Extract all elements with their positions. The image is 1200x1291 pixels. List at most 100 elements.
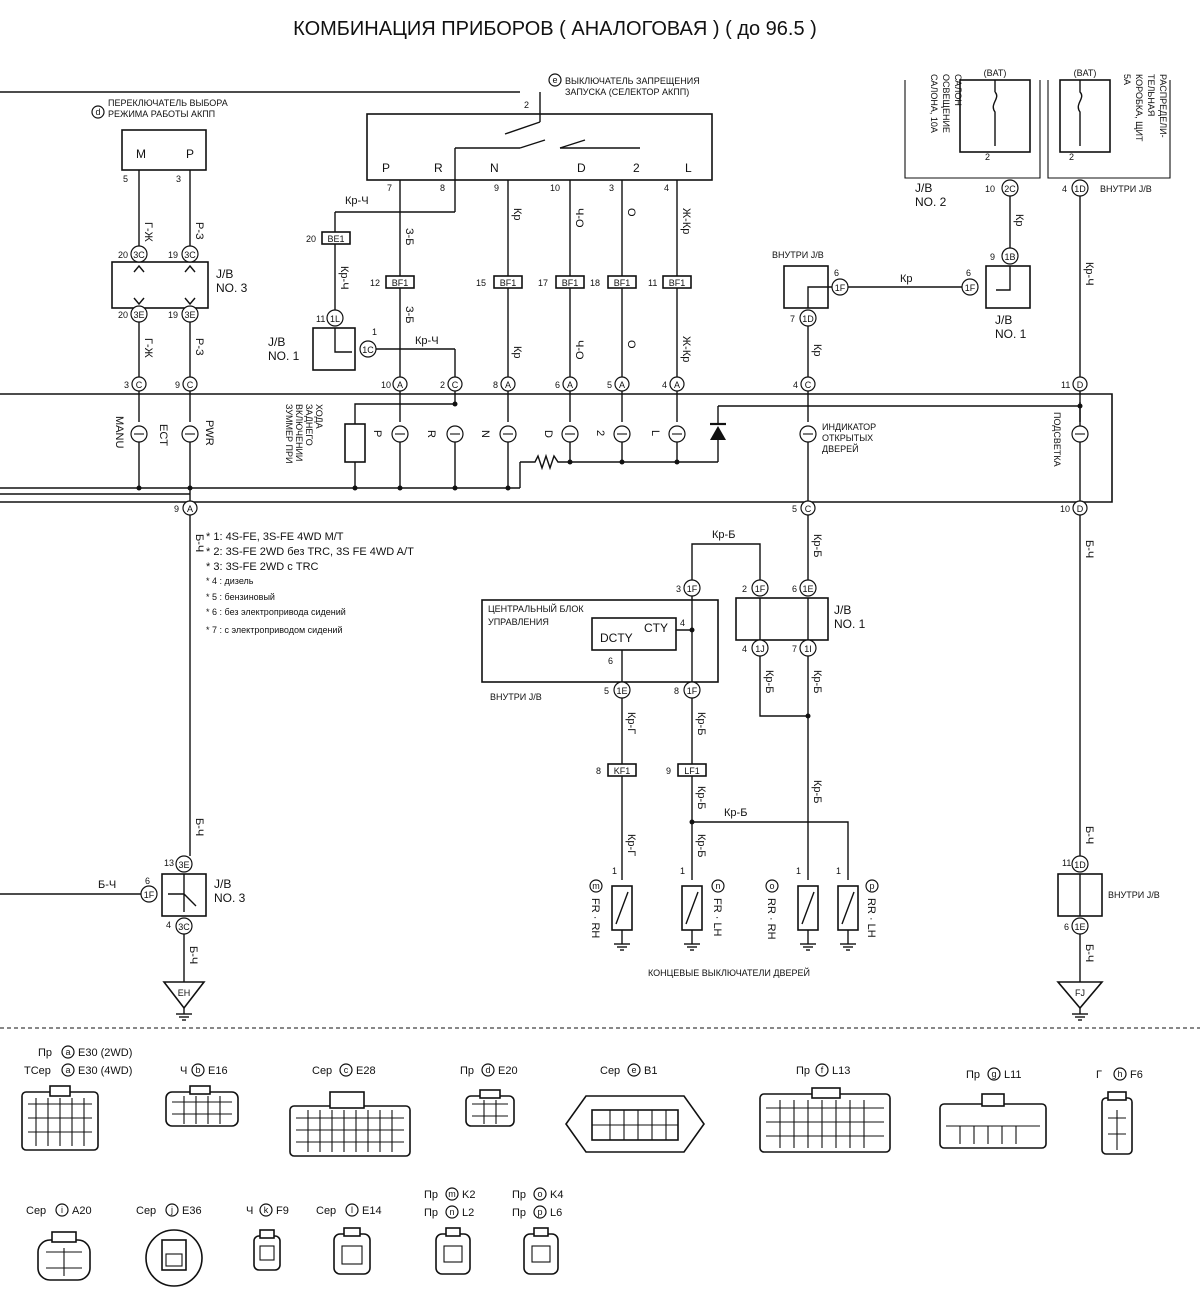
svg-text:RR · RH: RR · RH	[765, 898, 777, 940]
svg-text:E14: E14	[362, 1205, 382, 1217]
svg-text:8: 8	[674, 686, 679, 696]
svg-text:L11: L11	[1004, 1069, 1022, 1081]
svg-text:1I: 1I	[804, 644, 812, 654]
svg-text:F6: F6	[1130, 1069, 1143, 1081]
svg-text:k: k	[264, 1205, 269, 1215]
svg-text:BF1: BF1	[500, 278, 517, 288]
svg-text:ЗАДНЕГО: ЗАДНЕГО	[304, 404, 314, 446]
lamp-door	[799, 425, 817, 443]
svg-text:h: h	[1117, 1069, 1122, 1079]
svg-text:Пр: Пр	[424, 1189, 438, 1201]
mode-select-switch: d ПЕРЕКЛЮЧАТЕЛЬ ВЫБОРА РЕЖИМА РАБОТЫ АКП…	[91, 98, 228, 171]
svg-text:9: 9	[990, 252, 995, 262]
svg-text:3: 3	[676, 584, 681, 594]
svg-text:J/B: J/B	[834, 603, 851, 617]
wire-krch-1: Кр-Ч	[345, 195, 369, 207]
svg-text:САЛОНА, 10А: САЛОНА, 10А	[929, 74, 939, 133]
door-switch-rr-lh: 1 p RR · LH	[836, 866, 879, 951]
svg-text:E20: E20	[498, 1065, 518, 1077]
svg-text:20: 20	[118, 310, 128, 320]
wire-krb-4: Кр-Б	[811, 670, 823, 693]
svg-text:Сер: Сер	[26, 1205, 46, 1217]
svg-text:4: 4	[166, 920, 171, 930]
wire-bch-3: Б-Ч	[98, 879, 116, 891]
svg-text:J/B: J/B	[915, 181, 932, 195]
svg-text:1F: 1F	[965, 283, 976, 293]
svg-text:6: 6	[555, 380, 560, 390]
svg-text:m: m	[592, 881, 600, 891]
svg-text:* 5 : бензиновый: * 5 : бензиновый	[206, 592, 275, 602]
svg-text:6: 6	[792, 584, 797, 594]
svg-text:R: R	[425, 430, 437, 438]
svg-text:КОРОБКА, ЩИТ: КОРОБКА, ЩИТ	[1134, 74, 1144, 142]
svg-text:8: 8	[596, 766, 601, 776]
wire-o-1: О	[625, 208, 637, 217]
svg-text:NO. 1: NO. 1	[834, 617, 866, 631]
ground-fj: FJ	[1056, 981, 1104, 1021]
wire-krch-3: Кр-Ч	[415, 335, 439, 347]
svg-text:1F: 1F	[835, 283, 846, 293]
svg-text:BF1: BF1	[614, 278, 631, 288]
svg-text:E28: E28	[356, 1065, 376, 1077]
svg-text:1: 1	[680, 866, 685, 876]
svg-text:1B: 1B	[1004, 252, 1015, 262]
ref-d	[91, 105, 105, 119]
svg-text:17: 17	[538, 278, 548, 288]
svg-text:J/B: J/B	[995, 313, 1012, 327]
svg-text:Ч: Ч	[180, 1065, 187, 1077]
svg-text:A: A	[397, 380, 403, 390]
svg-text:L6: L6	[550, 1207, 562, 1219]
wire-bch-6: Б-Ч	[1083, 826, 1095, 844]
svg-text:d: d	[485, 1065, 490, 1075]
svg-text:BF1: BF1	[669, 278, 686, 288]
wire-bch-7: Б-Ч	[1083, 944, 1095, 962]
svg-text:b: b	[195, 1065, 200, 1075]
wire-cho-2: Ч-О	[573, 340, 585, 360]
svg-text:K4: K4	[550, 1189, 563, 1201]
svg-text:m: m	[448, 1189, 456, 1199]
svg-text:1D: 1D	[802, 314, 814, 324]
svg-text:n: n	[449, 1207, 454, 1217]
svg-text:1C: 1C	[362, 345, 374, 355]
wire-pz-1: Р-З	[193, 222, 205, 240]
wire-krb-9: Кр-Б	[695, 834, 707, 857]
svg-text:c: c	[344, 1065, 349, 1075]
jb-no1-door: 1F2 1E6 1J4 1I7 J/B NO. 1	[735, 579, 866, 657]
svg-text:3E: 3E	[178, 860, 189, 870]
svg-text:Сер: Сер	[600, 1065, 620, 1077]
wire-krb-3: Кр-Б	[763, 670, 775, 693]
svg-text:13: 13	[164, 858, 174, 868]
connector-m-n: Пр m K2 Пр n L2	[424, 1187, 475, 1275]
ground-eh: EH	[162, 981, 206, 1021]
svg-text:2: 2	[1069, 152, 1074, 162]
connector-o-p: Пр o K4 Пр p L6	[512, 1187, 563, 1275]
svg-text:FR · RH: FR · RH	[589, 898, 601, 938]
svg-text:15: 15	[476, 278, 486, 288]
svg-text:* 3: 3S-FE 2WD с TRC: * 3: 3S-FE 2WD с TRC	[206, 561, 319, 573]
svg-text:p: p	[537, 1207, 542, 1217]
svg-text:D: D	[1077, 380, 1084, 390]
svg-text:12: 12	[370, 278, 380, 288]
svg-text:1E: 1E	[802, 584, 813, 594]
svg-text:Ч: Ч	[246, 1205, 253, 1217]
svg-text:e: e	[552, 75, 557, 85]
connector-b: Ч b E16	[165, 1063, 239, 1127]
svg-text:N: N	[490, 161, 499, 175]
svg-text:NO. 3: NO. 3	[214, 891, 246, 905]
svg-text:C: C	[136, 380, 143, 390]
svg-text:РАСПРЕДЕЛИ-: РАСПРЕДЕЛИ-	[1158, 74, 1168, 138]
sel-switch-label-1: ПЕРЕКЛЮЧАТЕЛЬ ВЫБОРА	[108, 98, 228, 108]
svg-text:10: 10	[1060, 504, 1070, 514]
svg-text:Г: Г	[1096, 1069, 1102, 1081]
svg-text:ОСВЕЩЕНИЕ: ОСВЕЩЕНИЕ	[941, 74, 951, 133]
svg-text:Пр: Пр	[38, 1047, 52, 1059]
connector-c: Сер c E28	[289, 1063, 411, 1157]
svg-text:D: D	[1077, 504, 1084, 514]
svg-text:L2: L2	[462, 1207, 474, 1219]
svg-text:a: a	[65, 1065, 70, 1075]
svg-text:P: P	[371, 430, 383, 437]
svg-text:ВНУТРИ J/B: ВНУТРИ J/B	[772, 250, 824, 260]
door-switch-fr-rh: 1 m FR · RH	[589, 866, 633, 951]
svg-text:20: 20	[306, 234, 316, 244]
